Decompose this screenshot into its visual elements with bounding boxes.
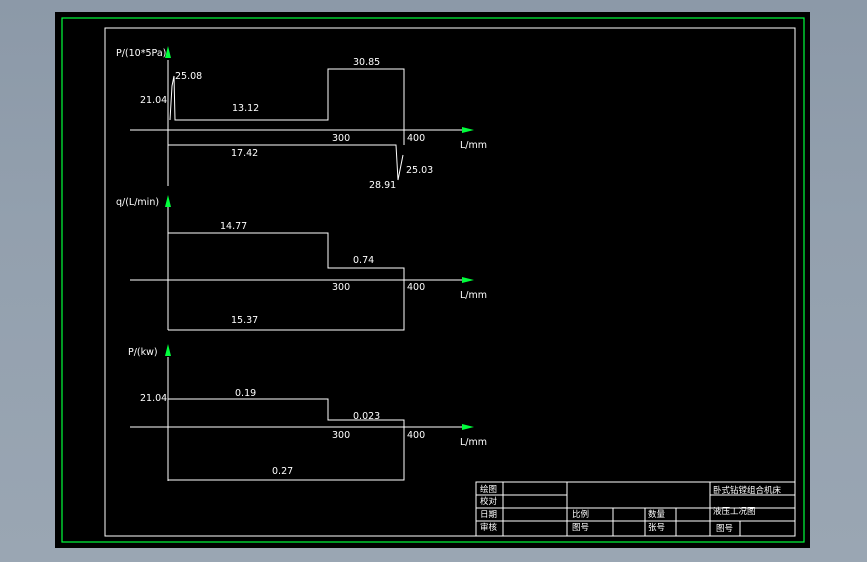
tb-drawn-label: 绘图 <box>480 484 497 495</box>
pressure-tick-400: 400 <box>407 133 425 144</box>
tb-sheet-label: 张号 <box>648 523 665 533</box>
flow-profile-line <box>168 232 405 331</box>
flow-chart: q/(L/min) L/mm 14.77 0.74 300 400 15.37 <box>116 195 487 331</box>
power-y-label: P/(kw) <box>128 347 158 358</box>
pressure-y-arrow-icon <box>165 46 171 58</box>
power-fast-value: 0.023 <box>353 411 380 422</box>
tb-checked-label: 校对 <box>480 496 498 507</box>
tb-material-label: 图号 <box>572 523 589 533</box>
power-left-level: 21.04 <box>140 393 167 404</box>
pressure-work-value: 13.12 <box>232 103 259 114</box>
pressure-chart: P/(10*5Pa) L/mm 25.08 21.04 13.12 30.85 … <box>116 46 487 191</box>
power-tick-400: 400 <box>407 430 425 441</box>
flow-return-value: 15.37 <box>231 315 258 326</box>
power-profile-line <box>168 398 405 481</box>
tb-quantity-label: 数量 <box>648 509 666 520</box>
power-x-label: L/mm <box>460 437 487 448</box>
pressure-x-label: L/mm <box>460 140 487 151</box>
flow-tick-400: 400 <box>407 282 425 293</box>
pressure-tick-300: 300 <box>332 133 350 144</box>
flow-tick-300: 300 <box>332 282 350 293</box>
title-block-frame <box>475 481 796 537</box>
pressure-x-arrow-icon <box>462 127 474 133</box>
pressure-return-value: 17.42 <box>231 148 258 159</box>
flow-work-value: 14.77 <box>220 221 247 232</box>
pressure-high-value: 30.85 <box>353 57 380 68</box>
power-return-value: 0.27 <box>272 466 293 477</box>
flow-x-label: L/mm <box>460 290 487 301</box>
outer-border <box>61 17 805 543</box>
pressure-left-level: 21.04 <box>140 95 167 106</box>
inner-frame <box>104 27 796 537</box>
power-y-arrow-icon <box>165 344 171 356</box>
flow-y-label: q/(L/min) <box>116 197 159 208</box>
tb-title-line2: 液压工况图 <box>713 506 756 517</box>
pressure-return-line <box>168 144 404 181</box>
power-chart: P/(kw) L/mm 21.04 0.19 0.023 300 400 0.2… <box>128 344 487 481</box>
power-tick-300: 300 <box>332 430 350 441</box>
pressure-work-line <box>169 68 405 145</box>
tb-approved-label: 审核 <box>480 522 498 533</box>
flow-y-arrow-icon <box>165 195 171 207</box>
flow-fast-value: 0.74 <box>353 255 374 266</box>
power-work-value: 0.19 <box>235 388 256 399</box>
tb-date-label: 日期 <box>480 510 497 520</box>
drawing-canvas: P/(10*5Pa) L/mm 25.08 21.04 13.12 30.85 … <box>61 17 805 543</box>
pressure-y-label: P/(10*5Pa) <box>116 48 166 59</box>
power-x-arrow-icon <box>462 424 474 430</box>
cad-viewport[interactable]: P/(10*5Pa) L/mm 25.08 21.04 13.12 30.85 … <box>55 12 810 548</box>
pressure-peak-value: 25.08 <box>175 71 202 82</box>
tb-scale-label: 比例 <box>572 509 589 520</box>
tb-drawing-no-label: 图号 <box>716 524 733 534</box>
tb-title-line1: 卧式钻镗组合机床 <box>713 485 782 496</box>
pressure-return-end: 25.03 <box>406 165 433 176</box>
flow-x-arrow-icon <box>462 277 474 283</box>
pressure-return-peak: 28.91 <box>369 180 396 191</box>
title-block: 绘图 校对 日期 审核 比例 数量 图号 张号 卧式钻镗组合机床 液压工况图 图… <box>475 481 796 537</box>
